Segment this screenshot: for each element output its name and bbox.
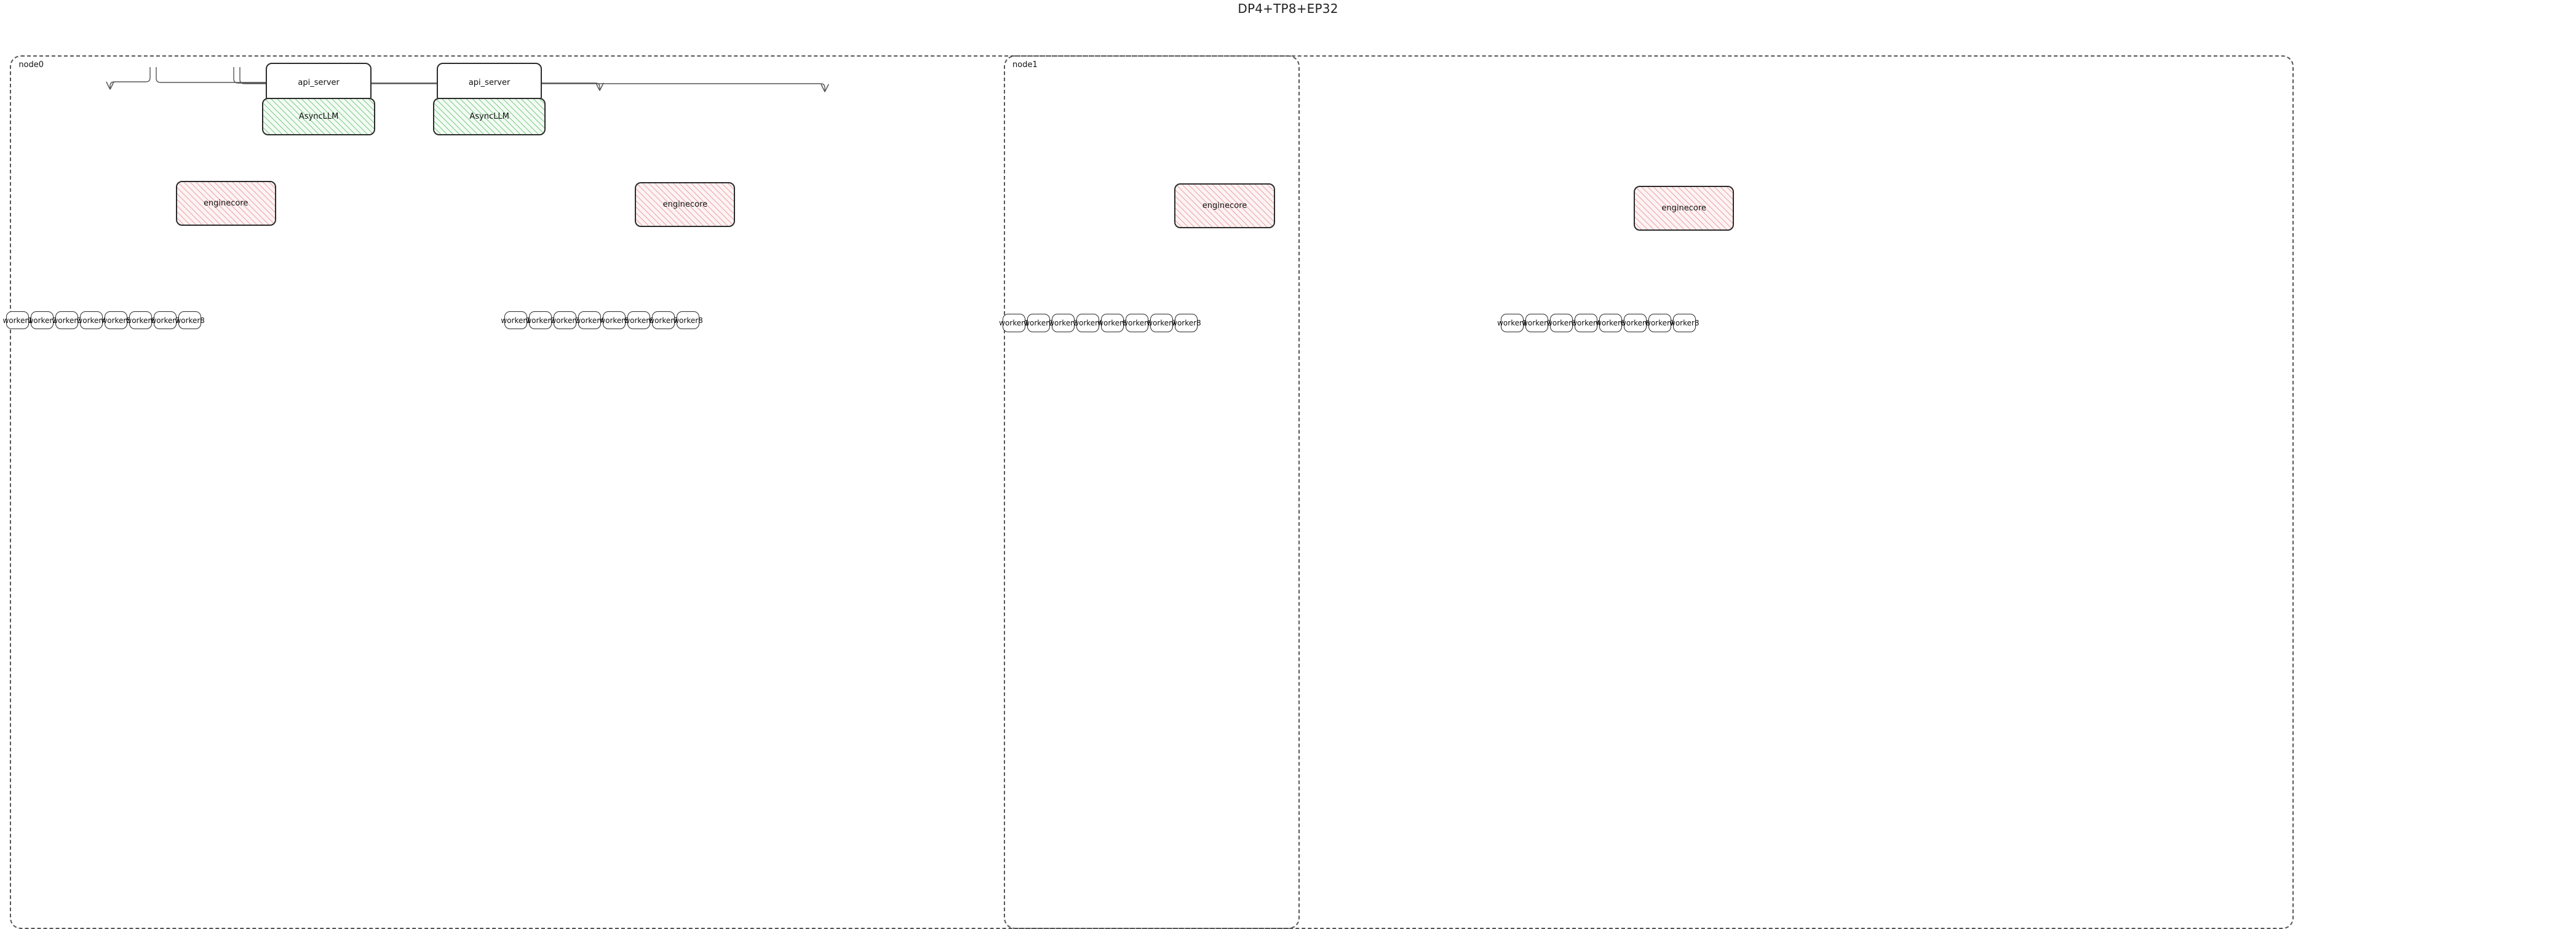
worker-label: worker3 xyxy=(550,316,580,325)
worker-label: worker6 xyxy=(1620,318,1650,327)
api-server-box-node0-1[interactable]: api_server xyxy=(436,63,543,103)
worker-label: worker3 xyxy=(1546,318,1576,327)
worker-box-node0-1-7[interactable]: worker8 xyxy=(673,311,703,330)
worker-box-node0-1-0[interactable]: worker1 xyxy=(501,311,531,330)
worker-box-node1-0-6[interactable]: worker7 xyxy=(1147,314,1177,332)
worker-box-node1-0-0[interactable]: worker1 xyxy=(999,314,1029,332)
worker-label: worker8 xyxy=(1669,318,1699,327)
worker-label: worker1 xyxy=(1497,318,1527,327)
worker-box-node0-1-4[interactable]: worker5 xyxy=(599,311,629,330)
worker-box-node1-1-7[interactable]: worker8 xyxy=(1669,314,1699,332)
worker-label: worker8 xyxy=(175,316,205,325)
enginecore-label: enginecore xyxy=(1661,204,1706,213)
worker-label: worker7 xyxy=(150,316,180,325)
enginecore-box-node1-1[interactable]: enginecore xyxy=(1634,185,1735,231)
asyncllm-label: AsyncLLM xyxy=(469,112,509,122)
worker-box-node1-0-5[interactable]: worker6 xyxy=(1122,314,1152,332)
worker-box-node0-1-5[interactable]: worker6 xyxy=(624,311,654,330)
worker-box-node1-0-2[interactable]: worker3 xyxy=(1048,314,1078,332)
worker-box-node1-0-3[interactable]: worker4 xyxy=(1073,314,1103,332)
enginecore-box-node0-0[interactable]: enginecore xyxy=(175,180,276,226)
worker-label: worker1 xyxy=(2,316,33,325)
api-server-box-node0-0[interactable]: api_server xyxy=(266,63,372,103)
worker-box-node1-1-3[interactable]: worker4 xyxy=(1571,314,1601,332)
worker-label: worker8 xyxy=(1171,318,1201,327)
worker-box-node0-0-1[interactable]: worker2 xyxy=(27,311,57,330)
worker-box-node0-0-3[interactable]: worker4 xyxy=(76,311,106,330)
worker-box-node0-1-2[interactable]: worker3 xyxy=(550,311,580,330)
worker-box-node1-1-6[interactable]: worker7 xyxy=(1645,314,1675,332)
asyncllm-box-node0-1[interactable]: AsyncLLM xyxy=(432,98,546,136)
worker-label: worker6 xyxy=(125,316,156,325)
worker-box-node0-0-5[interactable]: worker6 xyxy=(125,311,156,330)
worker-label: worker8 xyxy=(673,316,703,325)
asyncllm-box-node0-0[interactable]: AsyncLLM xyxy=(262,98,375,136)
worker-label: worker7 xyxy=(1645,318,1675,327)
worker-label: worker3 xyxy=(52,316,82,325)
worker-label: worker1 xyxy=(501,316,531,325)
worker-label: worker2 xyxy=(1522,318,1552,327)
worker-box-node1-1-1[interactable]: worker2 xyxy=(1522,314,1552,332)
worker-label: worker5 xyxy=(1097,318,1127,327)
api-server-label: api_server xyxy=(468,78,511,88)
asyncllm-label: AsyncLLM xyxy=(298,112,339,122)
worker-box-node0-1-3[interactable]: worker4 xyxy=(574,311,605,330)
enginecore-box-node1-0[interactable]: enginecore xyxy=(1174,183,1275,229)
worker-label: worker2 xyxy=(525,316,555,325)
worker-label: worker4 xyxy=(1571,318,1601,327)
worker-box-node0-0-2[interactable]: worker3 xyxy=(52,311,82,330)
worker-label: worker2 xyxy=(27,316,58,325)
worker-label: worker5 xyxy=(1596,318,1626,327)
worker-box-node0-1-6[interactable]: worker7 xyxy=(648,311,678,330)
worker-box-node0-0-6[interactable]: worker7 xyxy=(150,311,180,330)
worker-box-node1-0-4[interactable]: worker5 xyxy=(1097,314,1127,332)
enginecore-label: enginecore xyxy=(1202,201,1247,211)
worker-box-node1-1-0[interactable]: worker1 xyxy=(1497,314,1527,332)
worker-box-node0-0-7[interactable]: worker8 xyxy=(175,311,205,330)
enginecore-label: enginecore xyxy=(203,198,248,208)
worker-label: worker4 xyxy=(574,316,605,325)
worker-label: worker5 xyxy=(101,316,131,325)
worker-box-node1-0-1[interactable]: worker2 xyxy=(1024,314,1054,332)
worker-label: worker5 xyxy=(599,316,629,325)
worker-box-node0-1-1[interactable]: worker2 xyxy=(525,311,555,330)
worker-label: worker4 xyxy=(1073,318,1103,327)
worker-label: worker6 xyxy=(624,316,654,325)
worker-label: worker3 xyxy=(1048,318,1078,327)
worker-box-node1-1-4[interactable]: worker5 xyxy=(1596,314,1626,332)
worker-box-node0-0-4[interactable]: worker5 xyxy=(101,311,131,330)
node-label-node0: node0 xyxy=(18,60,44,70)
worker-label: worker7 xyxy=(1147,318,1177,327)
worker-label: worker7 xyxy=(648,316,678,325)
worker-box-node1-1-2[interactable]: worker3 xyxy=(1546,314,1576,332)
enginecore-label: enginecore xyxy=(662,200,708,210)
worker-label: worker6 xyxy=(1122,318,1152,327)
worker-box-node1-0-7[interactable]: worker8 xyxy=(1171,314,1201,332)
page-title: DP4+TP8+EP32 xyxy=(1238,1,1338,16)
node-label-node1: node1 xyxy=(1012,60,1038,70)
enginecore-box-node0-1[interactable]: enginecore xyxy=(635,181,736,228)
worker-box-node0-0-0[interactable]: worker1 xyxy=(2,311,33,330)
worker-box-node1-1-5[interactable]: worker6 xyxy=(1620,314,1650,332)
worker-label: worker1 xyxy=(999,318,1029,327)
api-server-label: api_server xyxy=(298,78,340,88)
worker-label: worker4 xyxy=(76,316,106,325)
worker-label: worker2 xyxy=(1024,318,1054,327)
